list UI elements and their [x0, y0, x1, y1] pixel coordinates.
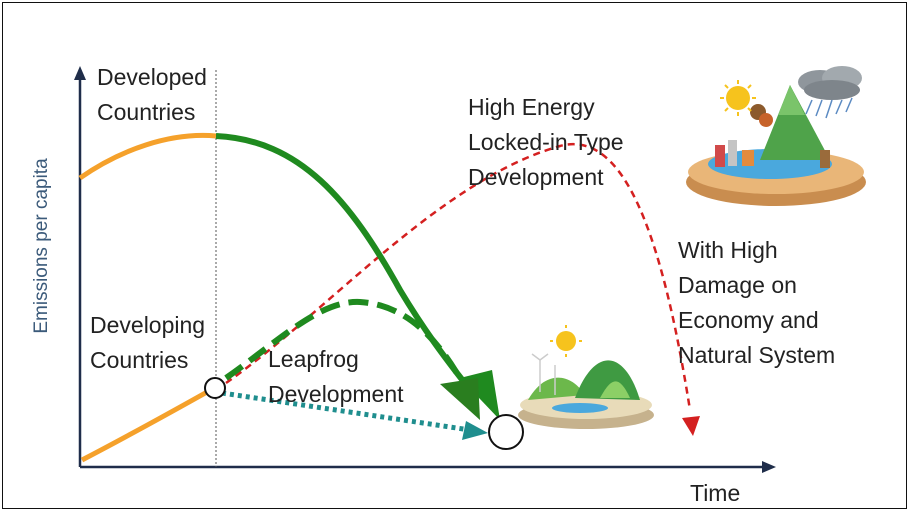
- high-energy-path: [225, 143, 692, 411]
- developing-countries-label: Developing Countries: [90, 308, 205, 378]
- sun-icon: [720, 80, 756, 116]
- leapfrog-label-line-1: Leapfrog: [268, 346, 359, 372]
- leapfrog-arrowhead: [440, 378, 480, 420]
- leapfrog-label-line-2: Development: [268, 381, 404, 407]
- damage-label-line-2: Damage on: [678, 272, 797, 298]
- x-axis-arrowhead: [762, 461, 776, 473]
- direct-path: [221, 390, 471, 433]
- sun-icon: [550, 325, 582, 357]
- developing-label-line-2: Countries: [90, 347, 189, 373]
- y-axis-arrowhead: [74, 66, 86, 80]
- storm-cloud-icon: [798, 66, 862, 119]
- high-energy-label-line-2: Locked-in Type: [468, 129, 624, 155]
- convergence-node: [488, 414, 524, 450]
- x-axis-label: Time: [690, 480, 741, 506]
- damage-label-line-4: Natural System: [678, 342, 836, 368]
- developed-historical-curve: [78, 132, 217, 181]
- high-energy-label-line-1: High Energy: [468, 94, 595, 120]
- direct-path-arrowhead: [462, 421, 488, 440]
- high-energy-label: High Energy Locked-in Type Development: [468, 90, 624, 195]
- developing-label-line-1: Developing: [90, 312, 206, 338]
- developed-label-line-1: Developed: [97, 64, 207, 90]
- developing-start-node: [204, 377, 226, 399]
- green-world-icon: [518, 353, 654, 429]
- developed-countries-label: Developed Countries: [97, 60, 207, 130]
- high-damage-label: With High Damage on Economy and Natural …: [678, 233, 835, 373]
- developed-label-line-2: Countries: [97, 99, 196, 125]
- damage-label-line-1: With High: [678, 237, 778, 263]
- damage-label-line-3: Economy and: [678, 307, 819, 333]
- y-axis-label: Emissions per capita: [31, 158, 52, 334]
- high-energy-label-line-3: Development: [468, 164, 604, 190]
- developing-historical-curve: [80, 384, 218, 463]
- leapfrog-development-label: Leapfrog Development: [268, 342, 404, 412]
- polluted-world-icon: [686, 85, 866, 206]
- high-energy-arrowhead: [682, 416, 700, 436]
- leapfrog-path: [224, 298, 461, 381]
